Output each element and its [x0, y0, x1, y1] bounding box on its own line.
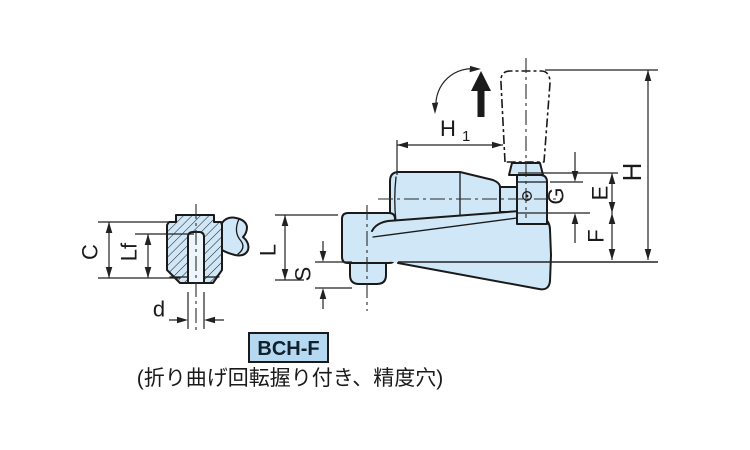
caption-text: (折り曲げ回転握り付き、精度穴) — [137, 367, 444, 390]
part-code-label: BCH-F — [248, 332, 329, 363]
rotation-arc-arrowhead-down — [431, 102, 439, 114]
dim-s-arrows — [319, 251, 327, 299]
dim-s-lines — [315, 241, 352, 309]
dim-label-g: G — [544, 187, 569, 204]
dim-label-e: E — [588, 186, 613, 201]
grip-folded-phantom-outline — [500, 70, 551, 163]
dimension-lf: Lf — [117, 233, 194, 278]
dim-label-s: S — [291, 267, 316, 282]
dimension-s: S — [291, 241, 352, 309]
part-code-text: BCH-F — [257, 338, 319, 360]
dim-label-lf: Lf — [117, 242, 142, 261]
dim-h-lines — [545, 69, 658, 260]
fold-up-arrow — [471, 71, 491, 117]
dim-label-f: F — [584, 229, 609, 242]
dim-h1-lines — [396, 140, 503, 175]
dimension-h: H — [545, 69, 658, 260]
dim-label-h: H — [617, 163, 647, 182]
dimension-h1: H 1 — [396, 116, 503, 175]
dim-label-l: L — [256, 244, 281, 256]
dimension-e: E — [518, 172, 618, 213]
centerlines — [195, 58, 562, 333]
dimension-f: F — [518, 212, 616, 260]
dim-e-arrows — [608, 173, 616, 213]
dim-g-lines — [550, 152, 583, 243]
folded-arm-stub — [221, 216, 250, 257]
dim-label-h1-subscript: 1 — [462, 128, 470, 145]
dim-label-h1-main: H — [440, 116, 456, 141]
hub-section-view — [166, 214, 250, 284]
pivot-pin — [522, 191, 532, 201]
dimension-c: C — [78, 221, 180, 279]
dim-label-c: C — [78, 244, 103, 260]
dim-label-h1: H 1 — [440, 116, 470, 145]
dim-g-arrows — [571, 171, 579, 224]
fold-rotation-indicator — [431, 65, 491, 117]
dim-label-d: d — [153, 297, 165, 322]
crank-side-view — [341, 70, 552, 291]
hub-boss — [349, 262, 387, 285]
rotation-arc-arrowhead-right — [469, 65, 481, 73]
dim-f-arrows — [608, 213, 616, 260]
dim-lf-arrows — [144, 234, 152, 278]
dim-h1-arrows — [397, 141, 503, 149]
rotation-arc — [435, 68, 478, 108]
crank-arm-bevel-line — [372, 217, 518, 238]
part-code-box — [248, 332, 329, 363]
dimension-d: d — [153, 292, 224, 329]
folded-arm-stub-contour — [235, 218, 244, 255]
dimension-l: L — [256, 214, 338, 281]
dim-d-lines — [169, 292, 224, 329]
dim-d-arrows — [177, 316, 215, 324]
